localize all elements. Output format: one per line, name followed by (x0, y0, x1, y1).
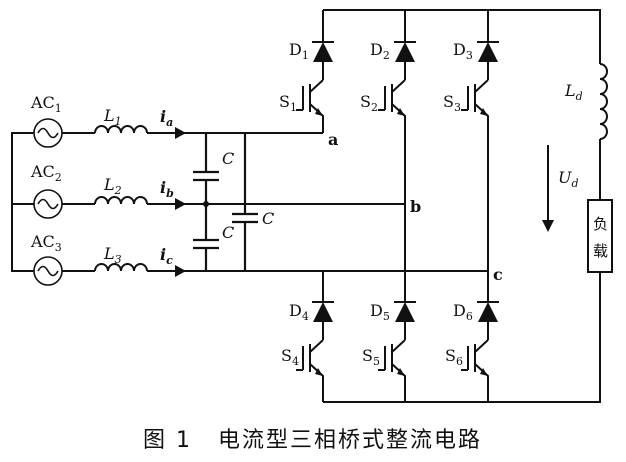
dc-positive-bus (323, 9, 601, 64)
capacitor-label-3: C (262, 209, 274, 228)
load-label-2: 载 (593, 242, 608, 260)
load-label-1: 负 (593, 215, 608, 233)
diode-D5 (395, 302, 415, 322)
current-arrow-c (175, 265, 186, 277)
source-label-2: AC2 (30, 162, 62, 184)
capacitor-label-2: C (222, 223, 234, 242)
bridge-leg-a (296, 10, 334, 402)
switch-S1 (296, 79, 324, 133)
inductor-L1 (94, 125, 148, 134)
switch-S5 (378, 339, 406, 402)
node-label-c: c (493, 265, 503, 284)
diode-label-6: D6 (453, 301, 473, 323)
bridge-leg-c (461, 10, 499, 402)
source-label-3: AC3 (30, 232, 62, 254)
diode-label-4: D4 (289, 301, 309, 323)
figure-number: 图 1 (143, 428, 192, 453)
inductor-label-3: L3 (103, 244, 122, 266)
switch-S3 (461, 79, 489, 271)
inductor-label-1: L1 (103, 106, 122, 128)
load-box (587, 199, 613, 273)
switch-S6 (461, 339, 489, 402)
inductor-L3 (94, 263, 148, 272)
inductor-Ld (599, 63, 608, 140)
diode-D2 (395, 42, 415, 62)
dc-negative-bus (323, 272, 601, 403)
switch-label-2: S2 (360, 92, 378, 114)
switch-S4 (296, 339, 324, 402)
ac-source-2 (33, 189, 63, 219)
diode-D1 (313, 42, 333, 62)
dc-voltage-label: Ud (558, 168, 579, 190)
current-label-a: ia (160, 107, 173, 129)
diode-D6 (478, 302, 498, 322)
capacitor-ab (193, 133, 219, 204)
current-label-b: ib (160, 178, 174, 200)
inductor-L2 (94, 196, 148, 205)
capacitor-bc (193, 204, 219, 271)
dc-inductor-label: Ld (564, 81, 583, 103)
node-label-a: a (328, 130, 338, 149)
bridge-leg-b (378, 10, 416, 402)
diode-label-3: D3 (453, 40, 473, 62)
ac-source-1 (33, 118, 63, 148)
diode-D3 (478, 42, 498, 62)
voltage-arrow-head (542, 220, 554, 232)
current-arrow-b (175, 198, 186, 210)
ac-source-3 (33, 256, 63, 286)
node-label-b: b (410, 197, 421, 216)
switch-label-4: S4 (281, 346, 299, 368)
switch-label-5: S5 (362, 346, 380, 368)
switch-label-6: S6 (445, 346, 463, 368)
diode-label-5: D5 (370, 301, 390, 323)
capacitor-ac (232, 133, 258, 271)
current-label-c: ic (160, 245, 173, 267)
diode-label-2: D2 (370, 40, 390, 62)
switch-S2 (378, 79, 406, 204)
figure-title: 电流型三相桥式整流电路 (218, 428, 482, 453)
current-arrow-a (175, 127, 186, 139)
neutral-wire (11, 132, 34, 272)
diode-label-1: D1 (289, 40, 309, 62)
switch-label-1: S1 (279, 92, 297, 114)
junction-b (203, 201, 209, 207)
diode-D4 (313, 302, 333, 322)
inductor-label-2: L2 (103, 175, 122, 197)
capacitor-label-1: C (222, 149, 234, 168)
switch-label-3: S3 (443, 92, 461, 114)
source-label-1: AC1 (30, 93, 62, 115)
